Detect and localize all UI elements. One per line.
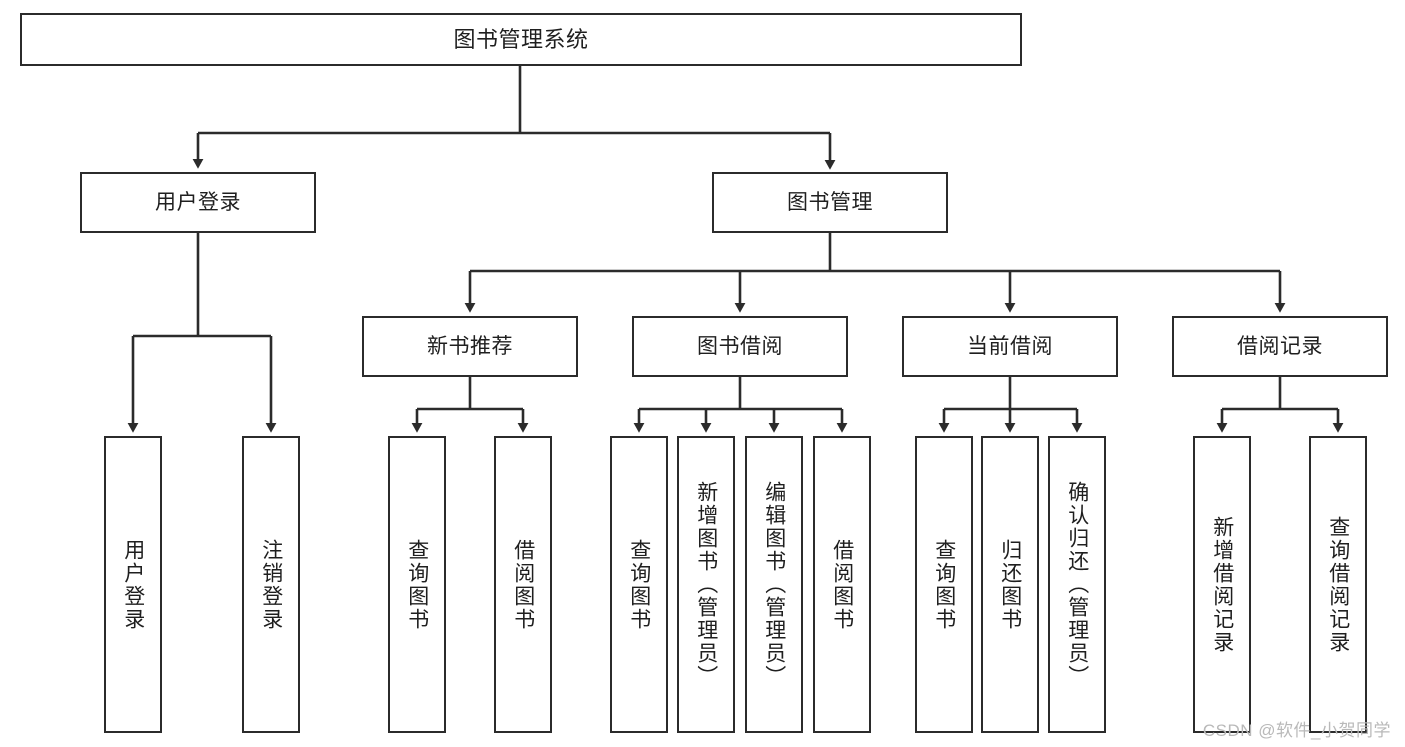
node-user-login[interactable]: 用户登录	[80, 172, 316, 233]
node-label: 新书推荐	[427, 335, 513, 358]
node-label: 借阅图书	[511, 538, 535, 631]
node-label: 新增借阅记录	[1210, 515, 1234, 654]
leaf-edit-book-admin[interactable]: 编辑图书（管理员）	[745, 436, 803, 733]
node-label: 图书管理	[787, 191, 873, 214]
node-label: 用户登录	[121, 538, 145, 631]
node-label: 确认归还（管理员）	[1065, 481, 1089, 688]
node-label: 查询图书	[405, 538, 429, 631]
node-label: 借阅图书	[830, 538, 854, 631]
leaf-query-borrow-record[interactable]: 查询借阅记录	[1309, 436, 1367, 733]
watermark-text: CSDN @软件_小贺同学	[1202, 721, 1391, 740]
node-book-borrow[interactable]: 图书借阅	[632, 316, 848, 377]
leaf-borrow-book-recommend[interactable]: 借阅图书	[494, 436, 552, 733]
leaf-query-book-recommend[interactable]: 查询图书	[388, 436, 446, 733]
node-label: 用户登录	[155, 191, 241, 214]
leaf-add-book-admin[interactable]: 新增图书（管理员）	[677, 436, 735, 733]
node-current-borrow[interactable]: 当前借阅	[902, 316, 1118, 377]
node-root-system[interactable]: 图书管理系统	[20, 13, 1022, 66]
leaf-user-login[interactable]: 用户登录	[104, 436, 162, 733]
node-label: 查询借阅记录	[1326, 515, 1350, 654]
node-new-book-recommend[interactable]: 新书推荐	[362, 316, 578, 377]
node-label: 查询图书	[627, 538, 651, 631]
node-label: 图书借阅	[697, 335, 783, 358]
node-label: 注销登录	[259, 538, 283, 631]
leaf-borrow-book[interactable]: 借阅图书	[813, 436, 871, 733]
leaf-query-book-current[interactable]: 查询图书	[915, 436, 973, 733]
leaf-return-book[interactable]: 归还图书	[981, 436, 1039, 733]
node-label: 图书管理系统	[453, 26, 589, 52]
node-label: 查询图书	[932, 538, 956, 631]
node-label: 编辑图书（管理员）	[762, 481, 786, 688]
leaf-query-book-borrow[interactable]: 查询图书	[610, 436, 668, 733]
node-label: 新增图书（管理员）	[694, 481, 718, 688]
node-label: 归还图书	[998, 538, 1022, 631]
node-label: 借阅记录	[1237, 335, 1323, 358]
node-borrow-record[interactable]: 借阅记录	[1172, 316, 1388, 377]
node-book-management[interactable]: 图书管理	[712, 172, 948, 233]
leaf-confirm-return-admin[interactable]: 确认归还（管理员）	[1048, 436, 1106, 733]
leaf-add-borrow-record[interactable]: 新增借阅记录	[1193, 436, 1251, 733]
leaf-logout[interactable]: 注销登录	[242, 436, 300, 733]
node-label: 当前借阅	[967, 335, 1053, 358]
